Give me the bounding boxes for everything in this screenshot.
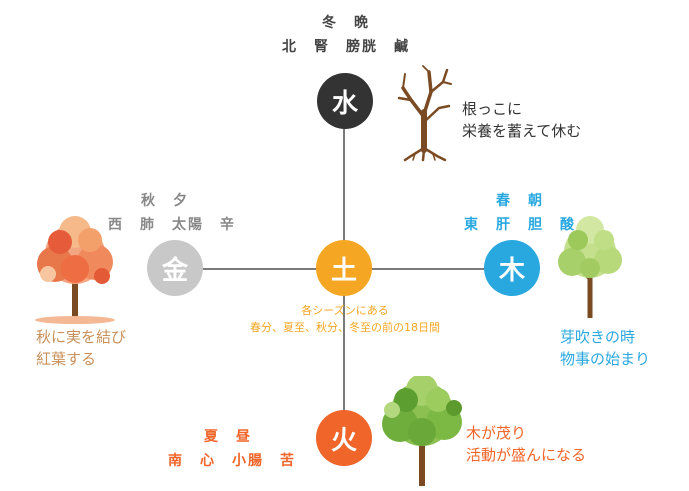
wood-circle: 木 (484, 240, 540, 296)
water-description: 根っこに 栄養を蓄えて休む (462, 100, 582, 140)
bare-tree-icon (397, 65, 452, 162)
fire-organs-label: 南 心 小腸 苦 (168, 453, 296, 469)
water-organs-label: 北 腎 膀胱 鹹 (282, 39, 410, 55)
earth-note: 各シーズンにある 春分、夏至、秋分、冬至の前の18日間 (250, 304, 440, 334)
wood-organs-label: 東 肝 胆 酸 (464, 217, 576, 233)
metal-organs-label: 西 肺 太陽 辛 (108, 217, 236, 233)
wood-description: 芽吹きの時 物事の始まり (560, 328, 651, 368)
water-circle: 水 (317, 73, 373, 129)
metal-season-label: 秋 夕 (141, 193, 189, 209)
fire-season-label: 夏 昼 (204, 429, 252, 445)
wood-season-label: 春 朝 (496, 193, 544, 209)
leafy-tree-icon (382, 376, 462, 486)
autumn-tree-icon (35, 216, 115, 324)
earth-circle: 土 (316, 240, 372, 296)
fire-description: 木が茂り 活動が盛んになる (466, 424, 587, 464)
young-tree-icon (558, 216, 622, 318)
fire-circle: 火 (316, 410, 372, 466)
metal-circle: 金 (147, 240, 203, 296)
metal-description: 秋に実を結び 紅葉する (36, 328, 127, 368)
water-season-label: 冬 晩 (322, 15, 370, 31)
